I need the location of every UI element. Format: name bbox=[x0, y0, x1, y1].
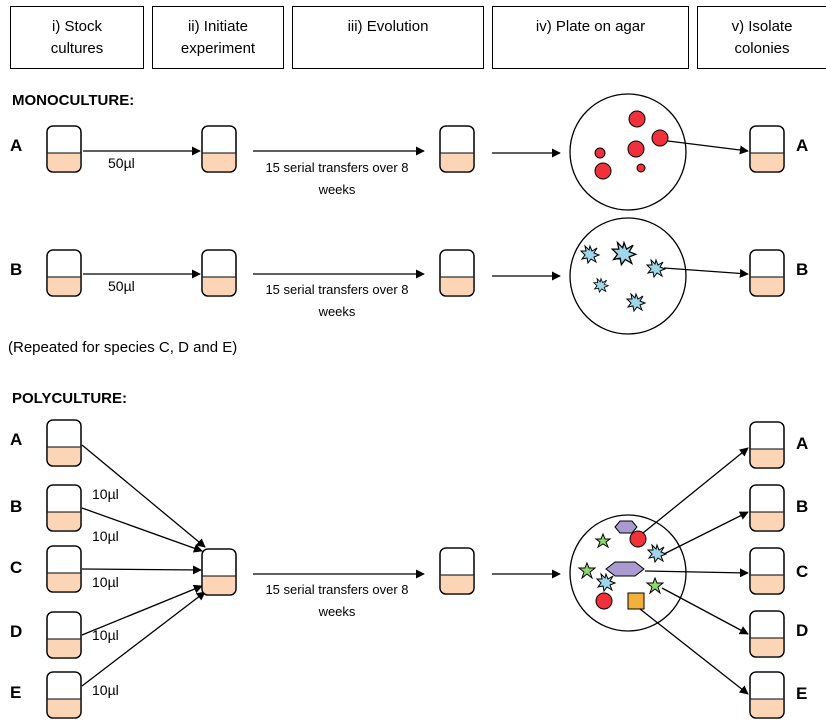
poly-species-a-label: A bbox=[10, 430, 23, 449]
stock-tube-b bbox=[46, 249, 82, 297]
poly-stock-tube-e bbox=[46, 671, 82, 719]
poly-volume-5: 10µl bbox=[92, 682, 119, 698]
poly-isolate-tube-c bbox=[749, 547, 785, 595]
mono-result-a-label: A bbox=[796, 136, 809, 155]
stage-box-plate: iv) Plate on agar bbox=[492, 6, 689, 69]
poly-isolate-tube-e bbox=[749, 671, 785, 719]
poly-stock-tube-c bbox=[46, 545, 82, 593]
poly-result-c-label: C bbox=[796, 562, 809, 581]
poly-species-d-label: D bbox=[10, 622, 23, 641]
poly-volume-4: 10µl bbox=[92, 627, 119, 643]
mono-transfer-a: 15 serial transfers over 8 weeks bbox=[242, 157, 432, 201]
transfer-text-line2: weeks bbox=[318, 304, 356, 319]
poly-volume-2: 10µl bbox=[92, 528, 119, 544]
stage-box-initiate: ii) Initiate experiment bbox=[152, 6, 284, 69]
evolution-tube-b bbox=[439, 249, 475, 297]
mono-volume-b: 50µl bbox=[108, 278, 135, 294]
agar-plate-a bbox=[569, 93, 687, 211]
mono-species-b-label: B bbox=[10, 260, 23, 279]
mono-volume-a: 50µl bbox=[108, 155, 135, 171]
poly-isolate-tubes bbox=[749, 421, 785, 719]
transfer-text-line2: weeks bbox=[318, 604, 356, 619]
poly-species-b-label: B bbox=[10, 497, 23, 516]
stage-label: iv) Plate on agar bbox=[535, 18, 646, 35]
stage-label: i) Stock cultures bbox=[50, 18, 104, 57]
monoculture-title: MONOCULTURE: bbox=[12, 92, 135, 109]
poly-isolate-tube-d bbox=[749, 610, 785, 658]
transfer-text-line1: 15 serial transfers over 8 bbox=[265, 282, 409, 297]
poly-stock-tubes bbox=[46, 419, 82, 719]
mixed-colonies bbox=[577, 520, 667, 610]
repeat-note: (Repeated for species C, D and E) bbox=[8, 339, 238, 356]
initiate-tube-b bbox=[201, 249, 237, 297]
red-colonies bbox=[594, 110, 669, 180]
arrow bbox=[663, 267, 749, 278]
poly-isolate-tube-b bbox=[749, 484, 785, 532]
transfer-text-line1: 15 serial transfers over 8 bbox=[265, 160, 409, 175]
evolution-tube-a bbox=[439, 125, 475, 173]
poly-stock-tube-b bbox=[46, 484, 82, 532]
stock-tube-a bbox=[46, 125, 82, 173]
arrow bbox=[667, 140, 749, 155]
mono-species-a-label: A bbox=[10, 136, 23, 155]
poly-transfer: 15 serial transfers over 8 weeks bbox=[242, 579, 432, 623]
poly-initiate-tube bbox=[201, 548, 237, 596]
poly-volume-3: 10µl bbox=[92, 574, 119, 590]
mono-row-a bbox=[46, 93, 785, 211]
poly-evolution-tube bbox=[439, 547, 475, 595]
poly-result-d-label: D bbox=[796, 621, 809, 640]
mono-transfer-b: 15 serial transfers over 8 weeks bbox=[242, 279, 432, 323]
poly-merge-arrows bbox=[81, 444, 206, 687]
stage-box-stock: i) Stock cultures bbox=[10, 6, 144, 69]
poly-stock-tube-a bbox=[46, 419, 82, 467]
transfer-text-line1: 15 serial transfers over 8 bbox=[265, 582, 409, 597]
mono-result-b-label: B bbox=[796, 260, 809, 279]
poly-isolate-arrows bbox=[639, 447, 749, 695]
stage-label: iii) Evolution bbox=[347, 18, 429, 35]
stage-box-isolate: v) Isolate colonies bbox=[697, 6, 826, 69]
poly-volume-1: 10µl bbox=[92, 486, 119, 502]
stage-box-evolution: iii) Evolution bbox=[292, 6, 484, 69]
isolate-tube-a bbox=[749, 125, 785, 173]
polyculture-title: POLYCULTURE: bbox=[12, 390, 128, 407]
poly-result-e-label: E bbox=[796, 684, 808, 703]
agar-plate-b bbox=[569, 217, 687, 335]
initiate-tube-a bbox=[201, 125, 237, 173]
transfer-text-line2: weeks bbox=[318, 182, 356, 197]
poly-stock-tube-d bbox=[46, 611, 82, 659]
poly-isolate-tube-a bbox=[749, 421, 785, 469]
poly-result-a-label: A bbox=[796, 434, 809, 453]
stage-label: v) Isolate colonies bbox=[731, 18, 793, 57]
mono-row-b bbox=[46, 217, 785, 335]
poly-species-c-label: C bbox=[10, 558, 23, 577]
isolate-tube-b bbox=[749, 249, 785, 297]
poly-species-e-label: E bbox=[10, 683, 22, 702]
stage-label: ii) Initiate experiment bbox=[180, 18, 256, 57]
poly-result-b-label: B bbox=[796, 497, 809, 516]
